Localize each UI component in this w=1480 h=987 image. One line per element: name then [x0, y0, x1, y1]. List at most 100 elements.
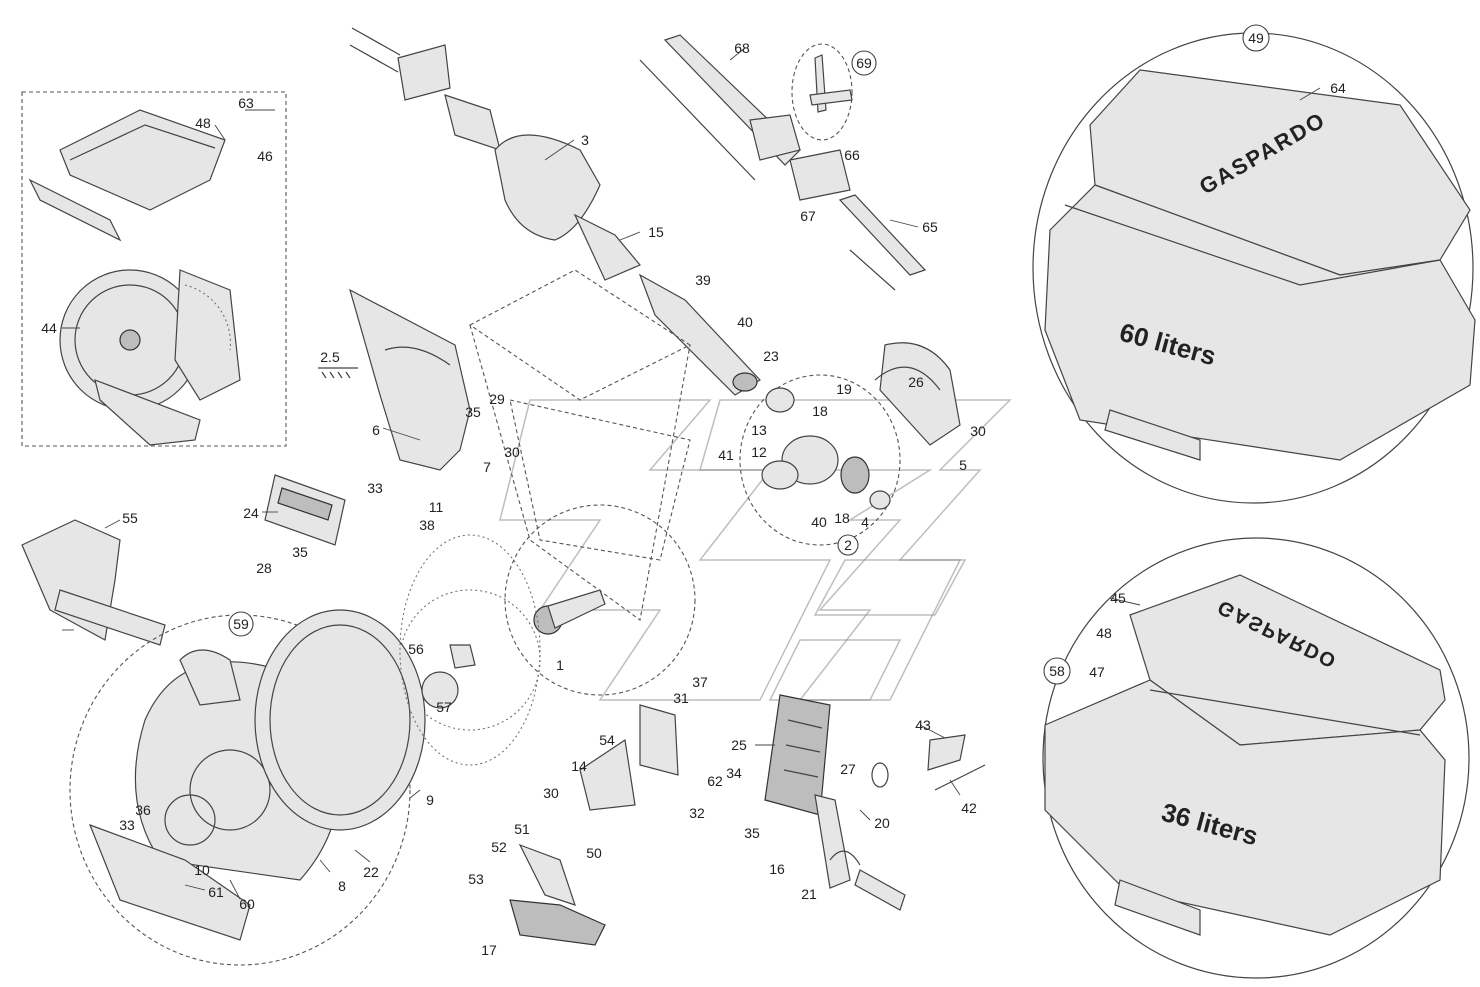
plates-14-54 [579, 704, 679, 811]
callout-9: 9 [426, 792, 434, 808]
callout-48: 48 [1096, 625, 1112, 641]
callout-65: 65 [922, 219, 938, 235]
callout-number: 64 [1330, 80, 1346, 96]
callout-number: 9 [426, 792, 434, 808]
lever-25-assembly [764, 694, 986, 911]
callout-58: 58 [1043, 657, 1071, 685]
callout-number: 61 [208, 884, 224, 900]
callout-33: 33 [119, 817, 135, 833]
callout-35: 35 [292, 544, 308, 560]
seed-disc [399, 534, 541, 766]
callout-1: 1 [556, 657, 564, 673]
callout-63: 63 [238, 95, 254, 111]
callout-28: 28 [256, 560, 272, 576]
callout-number: 8 [338, 878, 346, 894]
callout-number: 65 [922, 219, 938, 235]
callout-31: 31 [673, 690, 689, 706]
callout-number: 16 [769, 861, 785, 877]
callout-3: 3 [581, 132, 589, 148]
callout-51: 51 [514, 821, 530, 837]
callout-number: 32 [689, 805, 705, 821]
callout-number: 14 [571, 758, 587, 774]
callout-number: 53 [468, 871, 484, 887]
callout-7: 7 [483, 459, 491, 475]
callout-number: 45 [1110, 590, 1126, 606]
callout-29: 29 [489, 391, 505, 407]
callout-45: 45 [1110, 590, 1126, 606]
callout-61: 61 [208, 884, 224, 900]
callout-number: 4 [861, 514, 869, 530]
callout-68: 68 [734, 40, 750, 56]
callout-number: 34 [726, 765, 742, 781]
callout-number: 25 [731, 737, 747, 753]
callout-41: 41 [718, 447, 734, 463]
callout-number: 20 [874, 815, 890, 831]
callout-number: 21 [801, 886, 817, 902]
callout-36: 36 [135, 802, 151, 818]
callout-circle [837, 534, 859, 556]
callout-number: 39 [695, 272, 711, 288]
callout-26: 26 [908, 374, 924, 390]
callout-number: 48 [1096, 625, 1112, 641]
callout-64: 64 [1330, 80, 1346, 96]
callout-number: 59 [233, 616, 249, 632]
rotor-cover-assembly-59 [69, 609, 476, 966]
hopper-36-liters: GASPARDO 36 liters [1042, 537, 1470, 979]
callout-number: 28 [256, 560, 272, 576]
callout-number: 18 [812, 403, 828, 419]
callout-56: 56 [408, 641, 424, 657]
callout-19: 19 [836, 381, 852, 397]
callout-number: 26 [908, 374, 924, 390]
callout-40: 40 [811, 514, 827, 530]
callout-number: 48 [195, 115, 211, 131]
callout-number: 40 [811, 514, 827, 530]
callout-44: 44 [41, 320, 57, 336]
callout-16: 16 [769, 861, 785, 877]
scraper-17-assembly [509, 843, 606, 946]
callout-52: 52 [491, 839, 507, 855]
dimension-label: 2.5 [320, 349, 340, 365]
callout-20: 20 [874, 815, 890, 831]
plate-24 [264, 474, 346, 546]
callout-18: 18 [834, 510, 850, 526]
callout-number: 24 [243, 505, 259, 521]
callout-49: 49 [1242, 24, 1270, 52]
callout-number: 6 [372, 422, 380, 438]
callout-number: 33 [119, 817, 135, 833]
callout-4: 4 [861, 514, 869, 530]
leader-lines [62, 47, 1321, 900]
callout-50: 50 [586, 845, 602, 861]
callout-59: 59 [228, 611, 254, 637]
callout-34: 34 [726, 765, 742, 781]
callout-12: 12 [751, 444, 767, 460]
callout-10: 10 [194, 862, 210, 878]
callout-number: 33 [367, 480, 383, 496]
callout-32: 32 [689, 805, 705, 821]
callout-43: 43 [915, 717, 931, 733]
callout-number: 51 [514, 821, 530, 837]
callout-23: 23 [763, 348, 779, 364]
callout-circle [851, 50, 877, 76]
callout-number: 35 [744, 825, 760, 841]
callout-number: 18 [834, 510, 850, 526]
callout-number: 62 [707, 773, 723, 789]
callout-number: 44 [41, 320, 57, 336]
watermark-logo [499, 399, 1012, 701]
callout-69: 69 [851, 50, 877, 76]
callout-number: 10 [194, 862, 210, 878]
callout-circle [1242, 24, 1270, 52]
callout-22: 22 [363, 864, 379, 880]
callout-number: 31 [673, 690, 689, 706]
callout-number: 41 [718, 447, 734, 463]
callout-54: 54 [599, 732, 615, 748]
callout-15: 15 [648, 224, 664, 240]
callout-number: 69 [856, 55, 872, 71]
callout-number: 68 [734, 40, 750, 56]
callout-37: 37 [692, 674, 708, 690]
callout-42: 42 [961, 800, 977, 816]
callout-13: 13 [751, 422, 767, 438]
callout-number: 7 [483, 459, 491, 475]
callout-39: 39 [695, 272, 711, 288]
callout-number: 58 [1049, 663, 1065, 679]
callout-circle [1043, 657, 1071, 685]
